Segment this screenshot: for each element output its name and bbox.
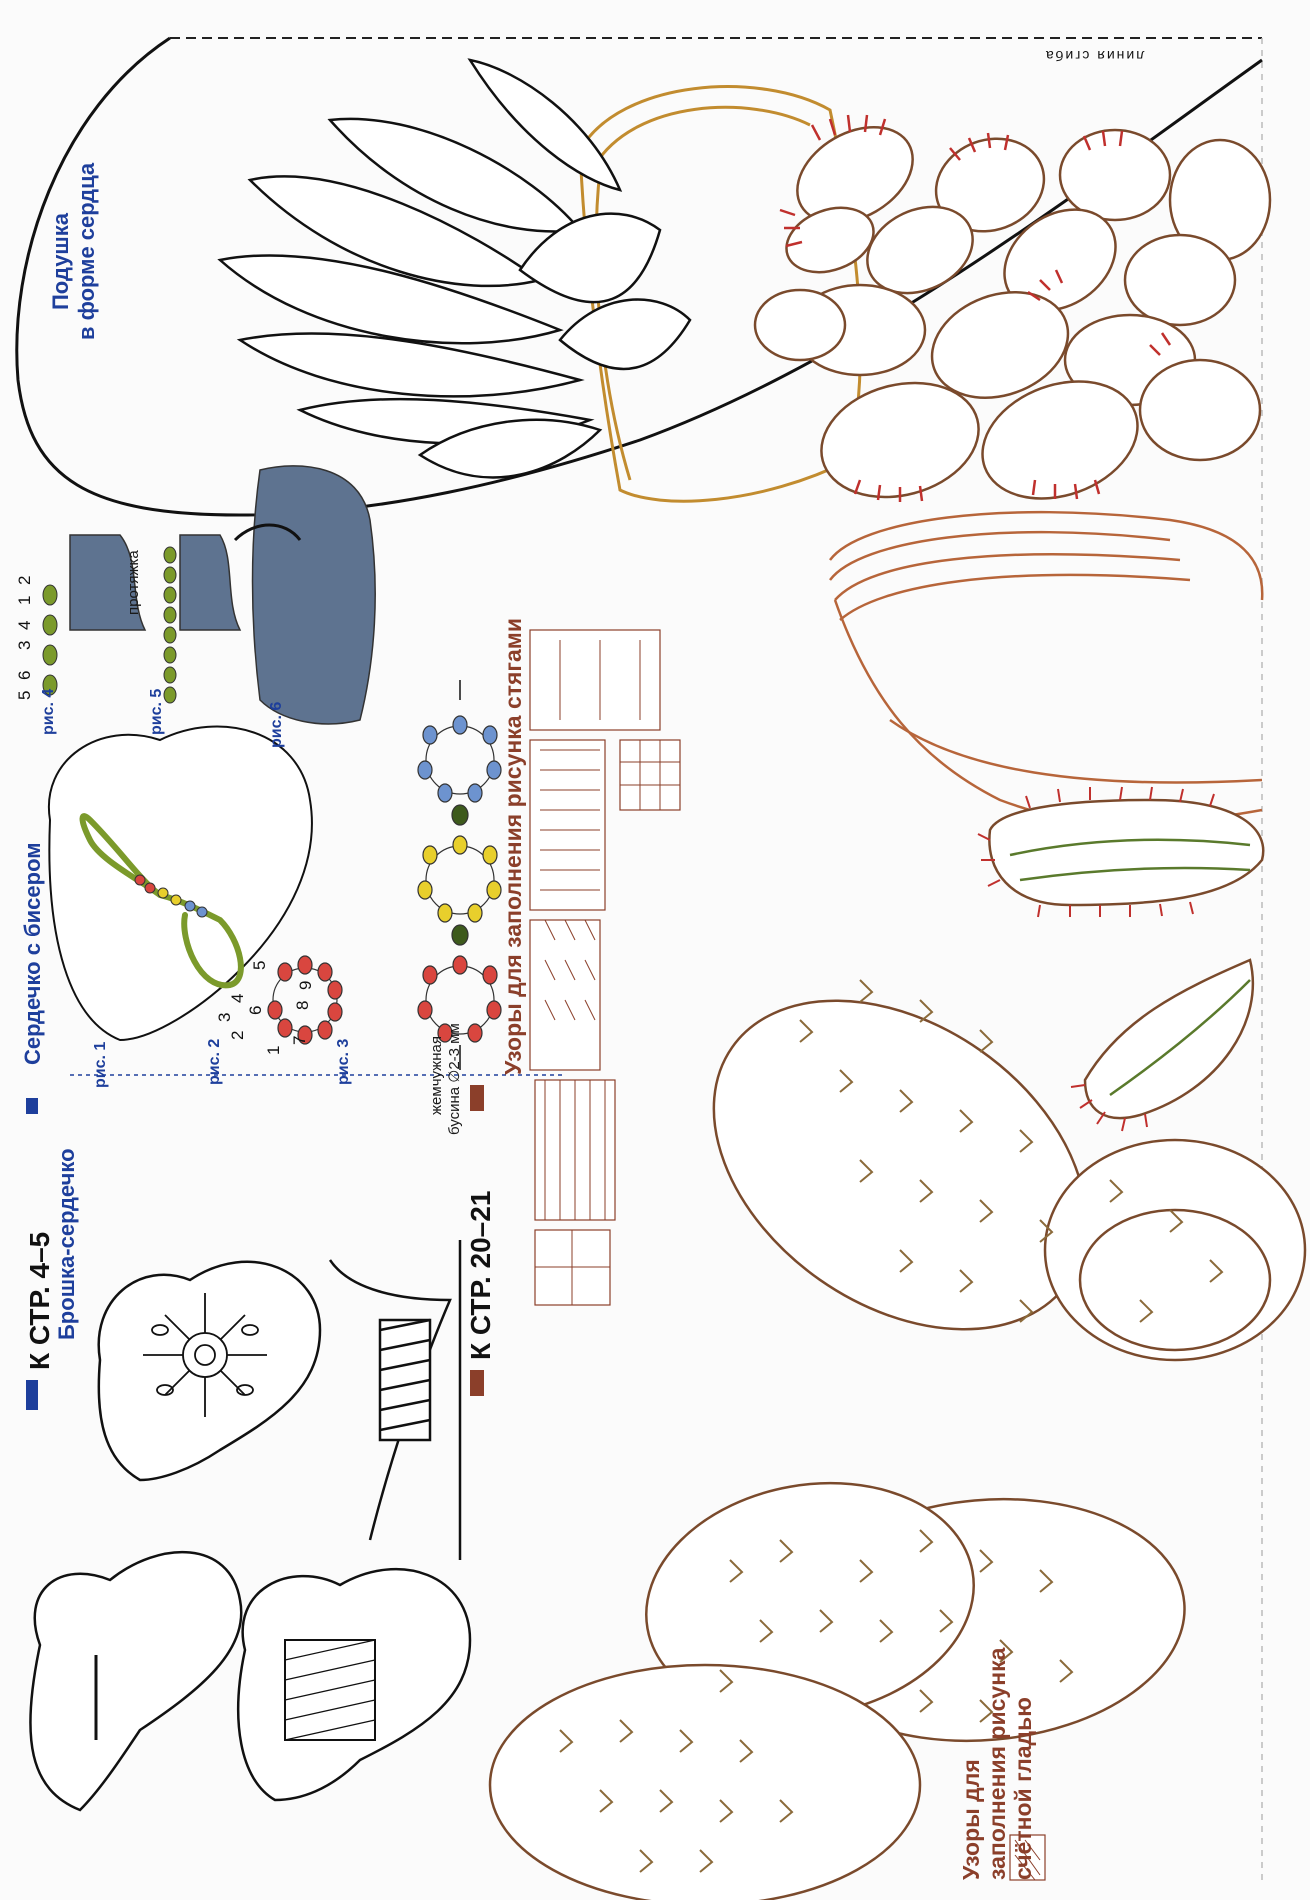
- leaf-spines: [779, 114, 1172, 502]
- section-20-21-subtitle: Узоры для заполнения рисунка стягами: [500, 618, 526, 1075]
- fig4-number-3: 3: [15, 640, 34, 650]
- stitch-pattern-hatches: [535, 640, 1041, 1881]
- fig2-number-2: 2: [228, 1030, 247, 1040]
- fig4-number-1: 1: [15, 595, 34, 605]
- counted-satin-line1: Узоры для: [958, 1759, 984, 1880]
- fig2-number-6: 6: [246, 1005, 265, 1015]
- fig2-number-3: 3: [215, 1012, 234, 1022]
- header-bar-brown-1: [470, 1370, 484, 1396]
- fig3-label: рис. 3: [335, 1038, 352, 1085]
- fig5-stretch-label: протяжка: [125, 550, 142, 615]
- brooch-pin-side-view: [328, 1240, 462, 1560]
- fig5-label: рис. 5: [148, 688, 165, 735]
- fig3-bead-chain: [417, 680, 502, 1070]
- fig4-fabric: [69, 534, 147, 631]
- cactus-pads: [488, 999, 1307, 1900]
- fig4-label: рис. 4: [40, 688, 57, 735]
- fig2-number-4: 4: [228, 993, 247, 1003]
- pillow-title-line1: Подушка: [48, 212, 73, 310]
- fig5-fabric: [179, 534, 242, 631]
- fig6-label: рис. 6: [268, 701, 285, 748]
- small-cactus-1: [988, 798, 1265, 907]
- fig6-fabric: [251, 465, 376, 725]
- fig4-number-6: 6: [15, 670, 34, 680]
- brooch-embroidery-motif: [143, 1293, 267, 1417]
- fig2-bead-ring: [267, 955, 343, 1045]
- fig5-beads: [163, 546, 177, 704]
- section-4-5-header: К СТР. 4–5: [24, 1231, 55, 1370]
- fig4-number-5: 5: [15, 690, 34, 700]
- fig2-number-9: 9: [296, 980, 315, 990]
- fig2-number-1: 1: [264, 1045, 283, 1055]
- fig4-number-2: 2: [15, 575, 34, 585]
- beaded-heart-flowers: [134, 874, 208, 918]
- counted-satin-line3: счётной гладью: [1010, 1697, 1036, 1880]
- pearl-label-line1: жемчужная: [428, 1036, 445, 1115]
- brooch-title: Брошка-сердечко: [54, 1148, 79, 1340]
- beaded-heart-title: Сердечко с бисером: [20, 842, 45, 1065]
- fig2-number-7: 7: [290, 1035, 309, 1045]
- cactus-arrow-marks: [559, 979, 1224, 1873]
- beaded-heart-outline: [47, 725, 313, 1042]
- pearl-label-line2: бусина ∅2-3 мм: [446, 1023, 463, 1135]
- header-bar-blue-1: [26, 1098, 38, 1114]
- leaf-cluster: [753, 125, 1272, 500]
- counted-satin-line2: заполнения рисунка: [984, 1647, 1010, 1880]
- fig1-label: рис. 1: [92, 1041, 109, 1088]
- section-20-21-header: К СТР. 20–21: [465, 1190, 496, 1360]
- header-bar-brown-2: [470, 1085, 484, 1111]
- header-bar-blue-2: [26, 1380, 38, 1410]
- fold-line-label: линия сгиба: [1044, 48, 1145, 64]
- fig2-label: рис. 2: [206, 1038, 223, 1085]
- brooch-hatching: [284, 1639, 376, 1741]
- fig4-beads: [42, 584, 58, 696]
- small-cactus-spines: [977, 786, 1215, 1132]
- fig6-needle: [233, 523, 302, 542]
- small-cactus-2: [1083, 958, 1255, 1120]
- succulent-leaves: [217, 58, 692, 479]
- fig4-number-4: 4: [15, 620, 34, 630]
- brooch-hatched-patch: [284, 1639, 376, 1741]
- pillow-title-line2: в форме сердца: [74, 162, 99, 340]
- fig2-number-5: 5: [250, 960, 269, 970]
- terracotta-pot: [829, 510, 1264, 826]
- fig2-number-8: 8: [293, 1000, 312, 1010]
